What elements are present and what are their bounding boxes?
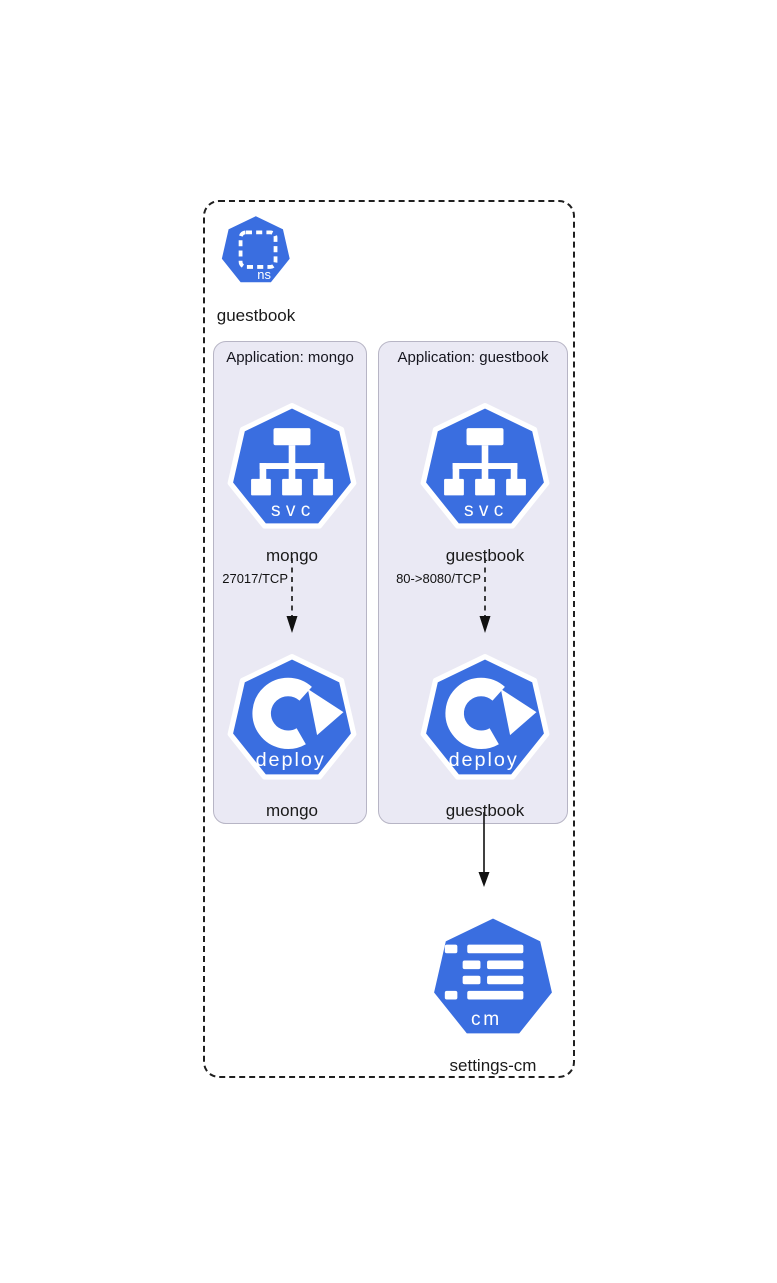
namespace-label: guestbook xyxy=(216,306,296,325)
service-icon: svc xyxy=(419,401,551,537)
deployment-node-guestbook: deploy guestbook xyxy=(419,652,551,821)
namespace-node: ns guestbook xyxy=(217,213,295,326)
configmap-node: cm settings-cm xyxy=(427,911,559,1076)
service-to-deployment-arrow xyxy=(479,558,491,633)
service-icon-kind-label: svc xyxy=(271,500,316,521)
deployment-icon: deploy xyxy=(419,652,551,788)
application-title: Application: mongo xyxy=(226,349,354,366)
application-title: Application: guestbook xyxy=(397,349,549,366)
deployment-to-configmap-arrow xyxy=(478,812,490,887)
service-label: mongo xyxy=(266,546,318,565)
service-icon-kind-label: svc xyxy=(464,500,509,521)
namespace-icon: ns xyxy=(218,213,294,286)
configmap-icon: cm xyxy=(427,911,559,1047)
edge-port-label: 80->8080/TCP xyxy=(396,571,481,586)
edge-port-label: 27017/TCP xyxy=(222,571,288,586)
service-node-mongo: svc mongo xyxy=(226,401,358,566)
deployment-icon: deploy xyxy=(226,652,358,788)
service-icon: svc xyxy=(226,401,358,537)
deployment-icon-kind-label: deploy xyxy=(256,749,326,771)
deployment-label: guestbook xyxy=(445,801,525,820)
service-label: guestbook xyxy=(445,546,525,565)
deployment-icon-kind-label: deploy xyxy=(449,749,519,771)
configmap-label: settings-cm xyxy=(449,1056,537,1075)
service-node-guestbook: svc guestbook xyxy=(419,401,551,566)
deployment-label: mongo xyxy=(266,801,318,820)
namespace-boundary xyxy=(203,200,575,1078)
service-to-deployment-arrow xyxy=(286,558,298,633)
configmap-icon-kind-label: cm xyxy=(471,1009,502,1030)
deployment-node-mongo: deploy mongo xyxy=(226,652,358,821)
namespace-icon-kind-label: ns xyxy=(258,267,272,282)
